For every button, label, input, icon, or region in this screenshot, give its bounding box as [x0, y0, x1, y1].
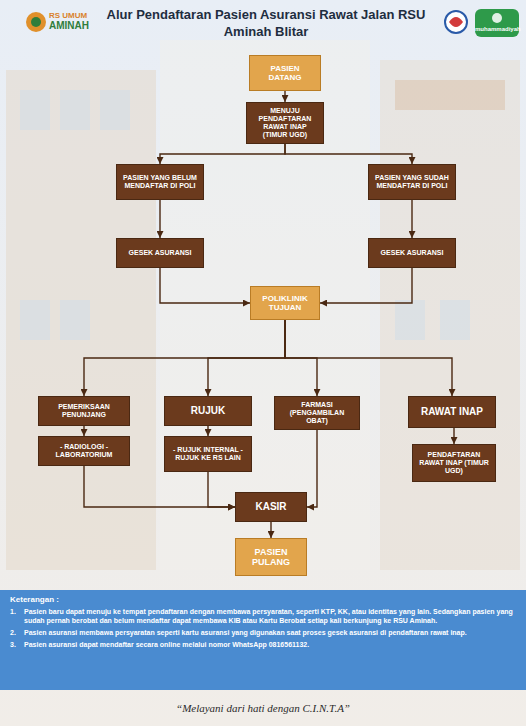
box-text: RUJUK [191, 405, 225, 417]
hospital-emblem [26, 12, 46, 32]
terminal-box: PASIEN DATANG [249, 55, 321, 91]
note-row: 3.Pasien asuransi dapat mendaftar secara… [10, 640, 514, 649]
process-box: GESEK ASURANSI [368, 238, 456, 268]
flow-connector [320, 268, 412, 303]
insurance-emblem-mark [449, 17, 463, 27]
box-text: PASIEN YANG SUDAH MENDAFTAR DI POLI [373, 174, 451, 190]
note-number: 3. [10, 640, 24, 649]
building-window [100, 90, 130, 130]
flow-connector [84, 466, 235, 507]
terminal-box: PASIEN PULANG [235, 538, 307, 576]
process-box: PEMERIKSAAN PENUNJANG [38, 396, 130, 426]
muhammadiyah-sun [492, 13, 502, 23]
hospital-emblem-core [31, 17, 41, 27]
box-text: PENDAFTARAN RAWAT INAP (TIMUR UGD) [417, 451, 491, 475]
flow-connector [284, 91, 285, 102]
building-center [160, 40, 370, 570]
note-text: Pasien asuransi membawa persyaratan sepe… [24, 628, 514, 637]
notes-heading: Keterangan : [10, 595, 514, 604]
box-text: POLIKLINIK TUJUAN [255, 294, 315, 312]
box-text: MENUJU PENDAFTARAN RAWAT INAP (TIMUR UGD… [251, 107, 319, 139]
building-sign [395, 80, 505, 110]
note-text: Pasien baru dapat menuju ke tempat penda… [24, 607, 514, 625]
note-row: 2.Pasien asuransi membawa persyaratan se… [10, 628, 514, 637]
box-text: PEMERIKSAAN PENUNJANG [43, 403, 125, 419]
process-box: - RUJUK INTERNAL - RUJUK KE RS LAIN [164, 436, 252, 472]
building-window [395, 300, 425, 340]
box-text: FARMASI (PENGAMBILAN OBAT) [279, 401, 355, 425]
flow-connector [285, 320, 452, 396]
process-box: FARMASI (PENGAMBILAN OBAT) [274, 396, 360, 430]
box-text: PASIEN YANG BELUM MENDAFTAR DI POLI [121, 174, 199, 190]
diagram-title: Alur Pendaftaran Pasien Asuransi Rawat J… [98, 7, 434, 41]
box-text: GESEK ASURANSI [129, 249, 192, 257]
box-text: KASIR [255, 501, 286, 513]
building-window [60, 300, 90, 340]
box-text: RAWAT INAP [421, 406, 483, 418]
box-text: GESEK ASURANSI [381, 249, 444, 257]
process-box: PENDAFTARAN RAWAT INAP (TIMUR UGD) [412, 444, 496, 482]
process-box: MENUJU PENDAFTARAN RAWAT INAP (TIMUR UGD… [246, 102, 324, 144]
process-box: - RADIOLOGI - LABORATORIUM [38, 436, 130, 466]
process-box: PASIEN YANG BELUM MENDAFTAR DI POLI [116, 164, 204, 200]
flow-connector [84, 320, 285, 396]
flow-connector [208, 472, 235, 507]
box-text: - RUJUK INTERNAL - RUJUK KE RS LAIN [169, 446, 247, 462]
building-window [440, 300, 470, 340]
muhammadiyah-badge [475, 9, 519, 37]
building-window [20, 300, 50, 340]
flow-connector [411, 200, 412, 238]
note-number: 2. [10, 628, 24, 637]
flow-connector [160, 268, 250, 303]
process-box: KASIR [235, 492, 307, 522]
terminal-box: POLIKLINIK TUJUAN [250, 286, 320, 320]
process-box: GESEK ASURANSI [116, 238, 204, 268]
badge-text: muhammadiyah [475, 26, 519, 32]
logo-text: AMINAH [49, 20, 89, 31]
flow-connector [285, 144, 412, 164]
note-text: Pasien asuransi dapat mendaftar secara o… [24, 640, 514, 649]
building-right [380, 60, 520, 570]
flow-connector [207, 426, 208, 436]
flow-connector [160, 144, 285, 164]
building-left [6, 70, 156, 570]
insurance-emblem [445, 11, 467, 33]
logo-text: RS UMUM [49, 11, 87, 20]
building-window [20, 90, 50, 130]
building-window [60, 90, 90, 130]
tagline: “Melayani dari hati dengan C.I.N.T.A” [0, 702, 526, 714]
box-text: PASIEN DATANG [254, 64, 316, 82]
box-text: PASIEN PULANG [240, 547, 302, 568]
note-row: 1.Pasien baru dapat menuju ke tempat pen… [10, 607, 514, 625]
process-box: PASIEN YANG SUDAH MENDAFTAR DI POLI [368, 164, 456, 200]
flow-connector [159, 200, 160, 238]
flow-connector [270, 522, 271, 538]
flow-connector [307, 430, 317, 507]
flow-connector [83, 426, 84, 436]
process-box: RAWAT INAP [408, 396, 496, 428]
box-text: - RADIOLOGI - LABORATORIUM [43, 443, 125, 459]
process-box: RUJUK [164, 396, 252, 426]
note-number: 1. [10, 607, 24, 625]
notes-panel: Keterangan : 1.Pasien baru dapat menuju k… [0, 590, 526, 690]
flow-connector [453, 428, 454, 444]
flow-connector [208, 320, 285, 396]
